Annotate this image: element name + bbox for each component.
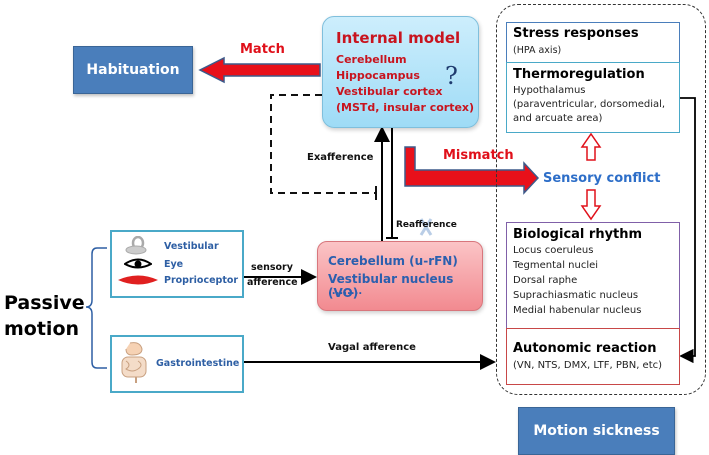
- cns-regions-container: [496, 4, 706, 395]
- bio-line: Dorsal raphe: [513, 275, 578, 286]
- thermo-line: (paraventricular, dorsomedial,: [513, 99, 666, 110]
- muscle-icon: [118, 275, 158, 285]
- cross-mark-icon: [419, 218, 433, 236]
- sensor-label-vestibular: Vestibular: [164, 241, 219, 252]
- sensory-afference-label: afference: [247, 277, 298, 288]
- down-arrow-to-bio: [580, 189, 602, 221]
- gastrointestine-box: Gastrointestine: [110, 335, 244, 393]
- auto-title: Autonomic reaction: [513, 341, 657, 356]
- habituation-box: Habituation: [73, 46, 193, 94]
- thermo-to-autonomic-line: [678, 97, 696, 364]
- bio-title: Biological rhythm: [513, 227, 643, 242]
- bio-line: Locus coeruleus: [513, 245, 594, 256]
- bio-line: Medial habenular nucleus: [513, 305, 642, 316]
- sensory-conflict-label: Sensory conflict: [543, 171, 661, 186]
- passive-motion-line: Passive: [4, 292, 85, 314]
- thermo-title: Thermoregulation: [513, 67, 645, 82]
- passive-motion-bracket: [85, 247, 107, 369]
- digestive-tract-icon: [121, 342, 147, 383]
- internal-model-item: Hippocampus: [336, 69, 420, 82]
- thermo-line: and arcuate area): [513, 113, 603, 124]
- question-mark-icon: ?: [445, 62, 458, 90]
- internal-model-item: Vestibular cortex: [336, 85, 443, 98]
- internal-model-item: (MSTd, insular cortex): [336, 101, 475, 114]
- mismatch-arrow: [404, 146, 540, 195]
- vagal-afference-label: Vagal afference: [328, 342, 416, 353]
- motion-sickness-box: Motion sickness: [518, 407, 675, 455]
- inner-ear-icon: [125, 236, 147, 255]
- cerebellum-line: .........: [328, 286, 363, 297]
- passive-motion-label: Passive motion: [4, 290, 85, 342]
- internal-model-title: Internal model: [336, 29, 461, 47]
- internal-model-item: Cerebellum: [336, 53, 407, 66]
- thermoregulation-box: Thermoregulation Hypothalamus (paraventr…: [506, 62, 680, 133]
- passive-motion-line: motion: [4, 318, 80, 340]
- exafference-label: Exafference: [307, 152, 374, 163]
- bio-line: Tegmental nuclei: [513, 260, 599, 271]
- up-arrow-to-thermo: [580, 132, 602, 161]
- internal-model-box: Internal model Cerebellum Hippocampus Ve…: [322, 16, 479, 128]
- sensory-afference-label: sensory: [251, 262, 293, 273]
- gastrointestine-label: Gastrointestine: [156, 358, 240, 369]
- habituation-label: Habituation: [86, 62, 180, 78]
- sensor-box: Vestibular Eye Proprioceptor: [110, 230, 244, 298]
- stress-title: Stress responses: [513, 26, 639, 41]
- thermo-line: Hypothalamus: [513, 85, 586, 96]
- reafference-label: Reafference: [396, 220, 457, 230]
- mismatch-label: Mismatch: [443, 148, 514, 163]
- sensor-label-proprioceptor: Proprioceptor: [164, 275, 239, 286]
- stress-line: (HPA axis): [513, 45, 562, 56]
- cerebellum-line: Vestibular nucleus (VO): [328, 272, 454, 300]
- biological-rhythm-box: Biological rhythm Locus coeruleus Tegmen…: [506, 222, 680, 330]
- bio-line: Suprachiasmatic nucleus: [513, 290, 639, 301]
- cerebellum-line: Cerebellum (u-rFN): [328, 254, 458, 268]
- eye-icon: [124, 258, 152, 269]
- sensor-label-eye: Eye: [164, 259, 184, 270]
- autonomic-reaction-box: Autonomic reaction (VN, NTS, DMX, LTF, P…: [506, 328, 680, 385]
- auto-line: (VN, NTS, DMX, LTF, PBN, etc): [513, 360, 663, 371]
- dashed-feedback-line: [270, 94, 376, 194]
- match-arrow: [198, 56, 321, 84]
- match-label: Match: [240, 42, 285, 57]
- cerebellum-vestibular-box: Cerebellum (u-rFN) Vestibular nucleus (V…: [317, 241, 483, 311]
- stress-responses-box: Stress responses (HPA axis): [506, 22, 680, 64]
- motion-sickness-label: Motion sickness: [533, 423, 660, 439]
